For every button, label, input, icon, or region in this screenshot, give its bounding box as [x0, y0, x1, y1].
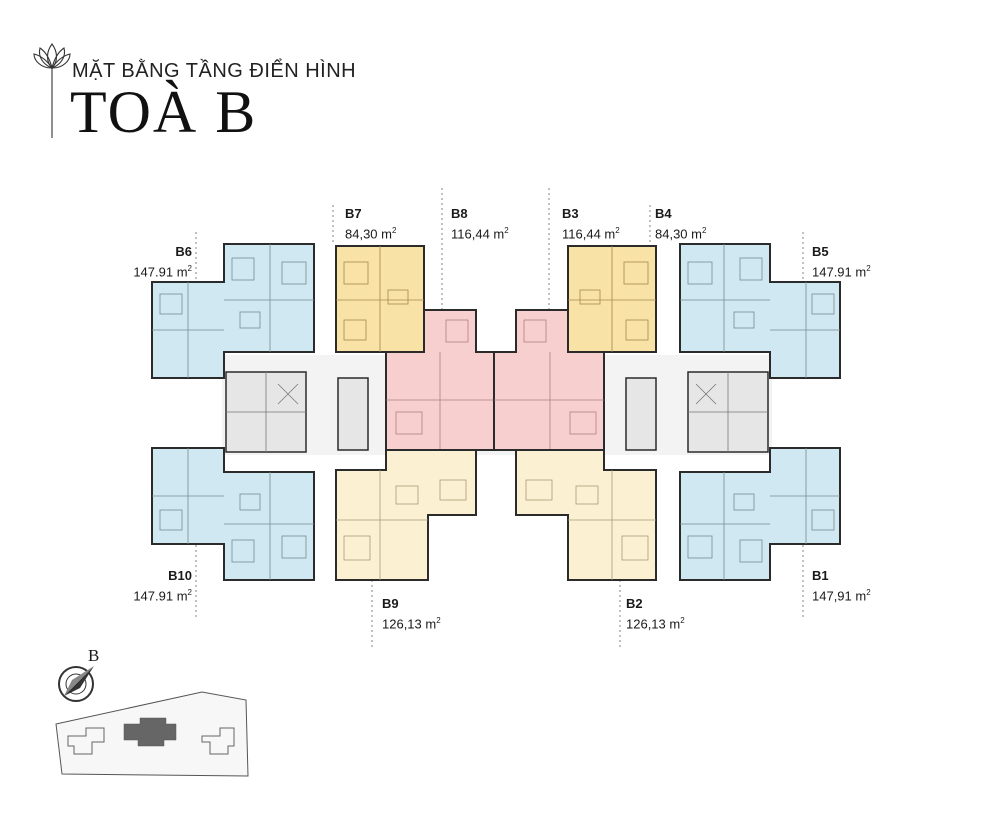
core-right [625, 371, 769, 453]
unit-label-b3: B3 116,44 m2 [562, 206, 620, 242]
site-key-plan [55, 691, 249, 777]
unit-label-b2: B2 126,13 m2 [626, 596, 685, 632]
leader-lines [195, 188, 804, 650]
lotus-icon [33, 43, 71, 138]
unit-b10-plan [151, 447, 315, 581]
compass-icon [58, 666, 94, 702]
unit-label-b10: B10 147.91 m2 [133, 568, 192, 604]
unit-label-b1: B1 147,91 m2 [812, 568, 871, 604]
page-subtitle: MẶT BẰNG TẦNG ĐIỂN HÌNH [72, 60, 357, 82]
unit-label-b7: B7 84,30 m2 [345, 206, 397, 242]
unit-label-b5: B5 147.91 m2 [812, 244, 871, 280]
unit-b2-plan [515, 449, 657, 581]
unit-b6-plan [151, 243, 315, 379]
compass-letter: B [88, 646, 100, 665]
unit-b4-plan [567, 245, 657, 353]
unit-label-b9: B9 126,13 m2 [382, 596, 441, 632]
unit-b1-plan [679, 447, 841, 581]
unit-b9-plan [335, 449, 477, 581]
unit-label-b6: B6 147.91 m2 [133, 244, 192, 280]
unit-b5-plan [679, 243, 841, 379]
page-title: TOÀ B [70, 79, 258, 145]
core-left [225, 371, 369, 453]
unit-label-b4: B4 84,30 m2 [655, 206, 707, 242]
header: MẶT BẰNG TẦNG ĐIỂN HÌNH TOÀ B [0, 0, 400, 150]
unit-b7-plan [335, 245, 425, 353]
unit-label-b8: B8 116,44 m2 [451, 206, 509, 242]
